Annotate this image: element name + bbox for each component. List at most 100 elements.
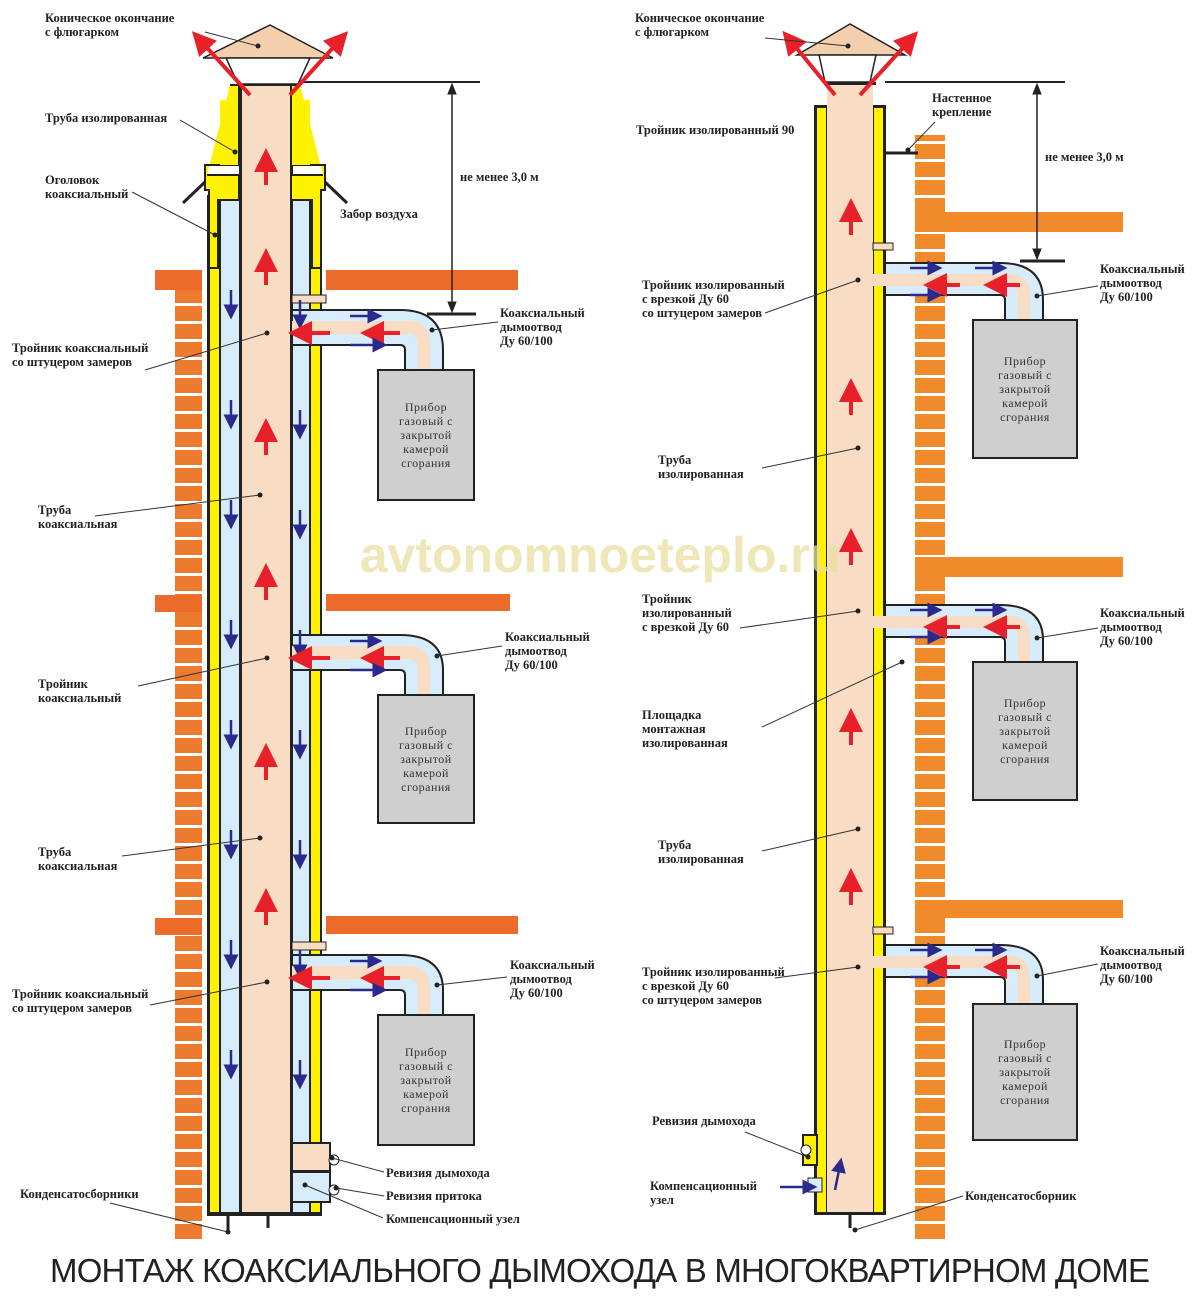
label-line: крепление (932, 105, 992, 119)
label-left-revision-flue: Ревизия дымохода (329, 1155, 490, 1180)
boiler-body (972, 1003, 1078, 1141)
label-line: Ревизия дымохода (652, 1114, 756, 1128)
label-line: Ду 60/100 (1100, 634, 1153, 648)
leader-dot (855, 445, 861, 451)
label-line: Компенсационный (650, 1179, 757, 1193)
diagram-title: МОНТАЖ КОАКСИАЛЬНОГО ДЫМОХОДА В МНОГОКВА… (50, 1252, 1150, 1289)
label-text: Забор воздуха (340, 207, 419, 221)
leader-dot (845, 43, 851, 49)
leader-dot (855, 608, 861, 614)
label-line: с флюгарком (635, 25, 710, 39)
exhaust-flow-arrow (191, 31, 252, 97)
label-line: Коаксиальный (1100, 606, 1185, 620)
label-line: Площадка (642, 708, 702, 722)
label-line: узел (650, 1193, 674, 1207)
leader-line (436, 976, 508, 986)
bottom-fittings (800, 1134, 852, 1228)
label-line: Забор воздуха (340, 207, 419, 221)
leader-line (764, 279, 859, 314)
boiler-label: закрытой (400, 1073, 452, 1087)
boiler-label: Прибор (1004, 696, 1046, 710)
label-text: не менее 3,0 м (460, 170, 539, 184)
label-text: Ревизия дымохода (652, 1114, 756, 1128)
label-right-tee90: Тройник изолированный 90 (636, 123, 794, 137)
leader-dot (1034, 973, 1040, 979)
label-line: коаксиальный (45, 187, 128, 201)
label-line: Ду 60/100 (1100, 290, 1153, 304)
label-line: Коаксиальный (500, 306, 585, 320)
leader-dot (329, 1155, 335, 1161)
exhaust-flow-arrow (782, 30, 837, 97)
leader-dot (333, 1185, 339, 1191)
label-line: Тройник коаксиальный (12, 987, 148, 1001)
boiler-body (972, 661, 1078, 801)
label-right-height: не менее 3,0 м (1045, 150, 1124, 164)
branch-2 (870, 604, 1044, 665)
leader-line (1036, 627, 1099, 639)
leader-line (94, 494, 261, 517)
leader-dot (302, 1182, 308, 1188)
boiler-label: закрытой (400, 752, 452, 766)
insulated-head (181, 82, 349, 269)
label-line: коаксиальный (38, 691, 121, 705)
leader-line (761, 447, 859, 469)
leader-dot (212, 232, 218, 238)
boiler-label: камерой (1002, 738, 1048, 752)
leader-dot (434, 982, 440, 988)
boiler-label: газовый с (399, 1059, 453, 1073)
label-line: Тройник изолированный 90 (636, 123, 794, 137)
label-line: Тройник (642, 592, 693, 606)
conical-cap (202, 24, 334, 85)
label-line: Труба (658, 838, 692, 852)
label-line: монтажная (642, 722, 706, 736)
label-line: с врезкой Ду 60 (642, 979, 729, 993)
right-diagram (794, 23, 1123, 1240)
boiler-label: Прибор (1004, 354, 1046, 368)
label-line: Тройник изолированный (642, 278, 785, 292)
label-line: не менее 3,0 м (460, 170, 539, 184)
label-line: Ревизия дымохода (386, 1166, 490, 1180)
leader-line (331, 1157, 385, 1173)
label-text: Ревизия притока (386, 1189, 483, 1203)
brick-wall (175, 290, 202, 1240)
boiler-label: Прибор (405, 400, 447, 414)
label-line: не менее 3,0 м (1045, 150, 1124, 164)
boiler-label: камерой (403, 442, 449, 456)
boiler-label: закрытой (999, 1065, 1051, 1079)
label-left-compensation: Компенсационный узел (302, 1182, 520, 1226)
leader-line (1036, 963, 1099, 977)
label-line: Труба изолированная (45, 111, 167, 125)
label-line: дымоотвод (1100, 620, 1162, 634)
leader-dot (1034, 635, 1040, 641)
leader-line (137, 657, 268, 687)
leader-line (144, 332, 268, 371)
leader-line (109, 1202, 229, 1233)
exhaust-flow-arrow (288, 31, 349, 97)
label-line: Труба (38, 845, 72, 859)
leader-dot (855, 964, 861, 970)
label-text: Конденсатосборник (965, 1189, 1077, 1203)
label-line: Труба (658, 453, 692, 467)
label-line: дымоотвод (510, 972, 572, 986)
